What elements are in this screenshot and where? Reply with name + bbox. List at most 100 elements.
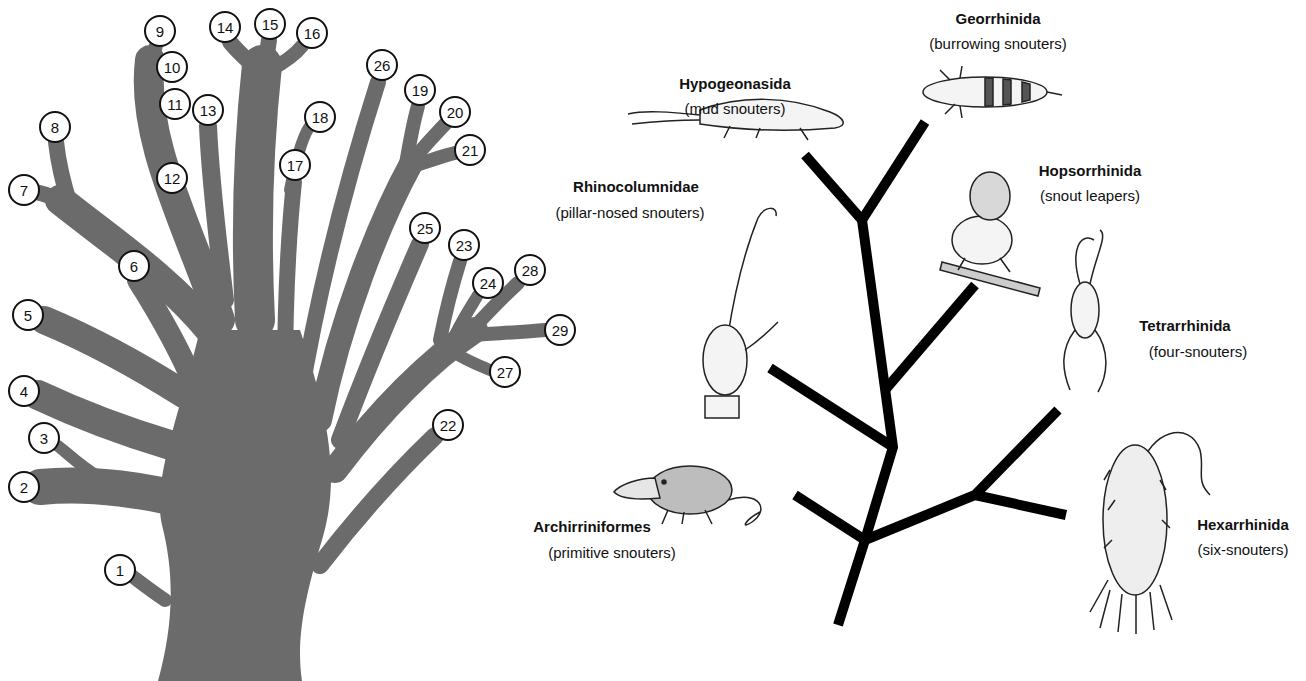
callout-circle: 9 bbox=[144, 15, 176, 47]
common-name: (four-snouters) bbox=[1149, 343, 1247, 360]
pillar-snout bbox=[728, 208, 776, 335]
georrhinida-drawing bbox=[923, 66, 1062, 118]
callout-number: 28 bbox=[522, 263, 539, 278]
body bbox=[648, 466, 732, 514]
callout-circle: 11 bbox=[159, 88, 191, 120]
branch-line bbox=[865, 410, 1058, 540]
callout-circle: 3 bbox=[28, 422, 60, 454]
taxon-name: Tetrarrhinida bbox=[1139, 317, 1230, 334]
callout-number: 2 bbox=[20, 480, 28, 495]
callout-number: 3 bbox=[40, 431, 48, 446]
body bbox=[1071, 282, 1099, 338]
common-name: (snout leapers) bbox=[1040, 187, 1140, 204]
branch-line bbox=[795, 495, 865, 540]
callout-number: 21 bbox=[462, 143, 479, 158]
callout-circle: 19 bbox=[404, 74, 436, 106]
legs bbox=[662, 510, 712, 524]
callout-number: 14 bbox=[217, 20, 234, 35]
branch bbox=[320, 436, 435, 565]
callout-circle: 17 bbox=[279, 149, 311, 181]
branch-line bbox=[805, 155, 862, 220]
callout-circle: 29 bbox=[544, 314, 576, 346]
body bbox=[923, 77, 1047, 107]
branch-line bbox=[885, 285, 975, 390]
callout-number: 13 bbox=[200, 103, 217, 118]
callout-number: 7 bbox=[20, 183, 28, 198]
base bbox=[705, 396, 739, 418]
callout-number: 1 bbox=[116, 563, 124, 578]
callout-circle: 8 bbox=[39, 111, 71, 143]
branch-line bbox=[770, 368, 893, 447]
callout-circle: 2 bbox=[8, 471, 40, 503]
callout-number: 29 bbox=[552, 323, 569, 338]
callout-number: 25 bbox=[417, 221, 434, 236]
body bbox=[703, 325, 747, 395]
branch bbox=[56, 142, 70, 205]
taxon-name: Archirriniformes bbox=[533, 518, 651, 535]
branch bbox=[230, 42, 258, 70]
hopsorrhinida-drawing bbox=[940, 172, 1040, 296]
callout-circle: 27 bbox=[489, 356, 521, 388]
callout-circle: 1 bbox=[104, 554, 136, 586]
callout-number: 27 bbox=[497, 365, 514, 380]
callout-circle: 12 bbox=[156, 162, 188, 194]
callout-circle: 15 bbox=[254, 8, 286, 40]
body bbox=[1103, 445, 1167, 595]
stripes bbox=[985, 78, 1030, 106]
common-name: (mud snouters) bbox=[685, 100, 786, 117]
gray-tree bbox=[36, 40, 545, 681]
callout-number: 5 bbox=[24, 308, 32, 323]
callout-circle: 7 bbox=[8, 174, 40, 206]
taxon-name: Hypogeonasida bbox=[679, 75, 791, 92]
taxon-name: Georrhinida bbox=[955, 10, 1040, 27]
archirriniformes-drawing bbox=[614, 466, 761, 525]
taxon-name: Hexarrhinida bbox=[1197, 516, 1289, 533]
common-name: (six-snouters) bbox=[1198, 541, 1289, 558]
snout-legs bbox=[1090, 580, 1172, 634]
callout-number: 9 bbox=[156, 24, 164, 39]
callout-number: 20 bbox=[447, 105, 464, 120]
callout-number: 24 bbox=[480, 276, 497, 291]
branch bbox=[150, 46, 156, 65]
branch bbox=[40, 486, 200, 505]
eye bbox=[662, 480, 666, 484]
callout-circle: 25 bbox=[409, 212, 441, 244]
common-name: (pillar-nosed snouters) bbox=[555, 204, 704, 221]
callout-circle: 13 bbox=[192, 94, 224, 126]
branch bbox=[58, 446, 100, 478]
snouts bbox=[940, 66, 1062, 118]
callout-number: 26 bbox=[374, 58, 391, 73]
callout-circle: 14 bbox=[209, 11, 241, 43]
legs bbox=[958, 258, 1010, 272]
branch bbox=[270, 46, 302, 70]
callout-circle: 5 bbox=[12, 299, 44, 331]
branch bbox=[285, 182, 294, 380]
rhinocolumnidae-drawing bbox=[703, 208, 778, 418]
hypogeonasida-drawing bbox=[628, 99, 843, 140]
callout-number: 8 bbox=[51, 120, 59, 135]
leaping-snout bbox=[970, 172, 1010, 220]
callout-circle: 20 bbox=[439, 96, 471, 128]
callout-number: 10 bbox=[164, 60, 181, 75]
callout-circle: 23 bbox=[448, 229, 480, 261]
branch bbox=[132, 576, 165, 600]
tetrarrhinida-drawing bbox=[1064, 230, 1106, 392]
body bbox=[952, 216, 1012, 264]
taxon-name: Hopsorrhinida bbox=[1039, 162, 1142, 179]
creature-drawings bbox=[614, 66, 1210, 634]
callout-circle: 4 bbox=[8, 375, 40, 407]
callout-circle: 21 bbox=[454, 134, 486, 166]
branch bbox=[470, 330, 545, 335]
callout-number: 18 bbox=[312, 110, 329, 125]
callout-number: 19 bbox=[412, 83, 429, 98]
callout-number: 12 bbox=[164, 171, 181, 186]
callout-number: 22 bbox=[440, 418, 457, 433]
callout-number: 16 bbox=[304, 26, 321, 41]
common-name: (primitive snouters) bbox=[548, 544, 676, 561]
branch bbox=[174, 194, 205, 260]
callout-number: 4 bbox=[20, 384, 28, 399]
hexarrhinida-drawing bbox=[1090, 433, 1210, 634]
callout-circle: 24 bbox=[472, 267, 504, 299]
callout-number: 15 bbox=[262, 17, 279, 32]
